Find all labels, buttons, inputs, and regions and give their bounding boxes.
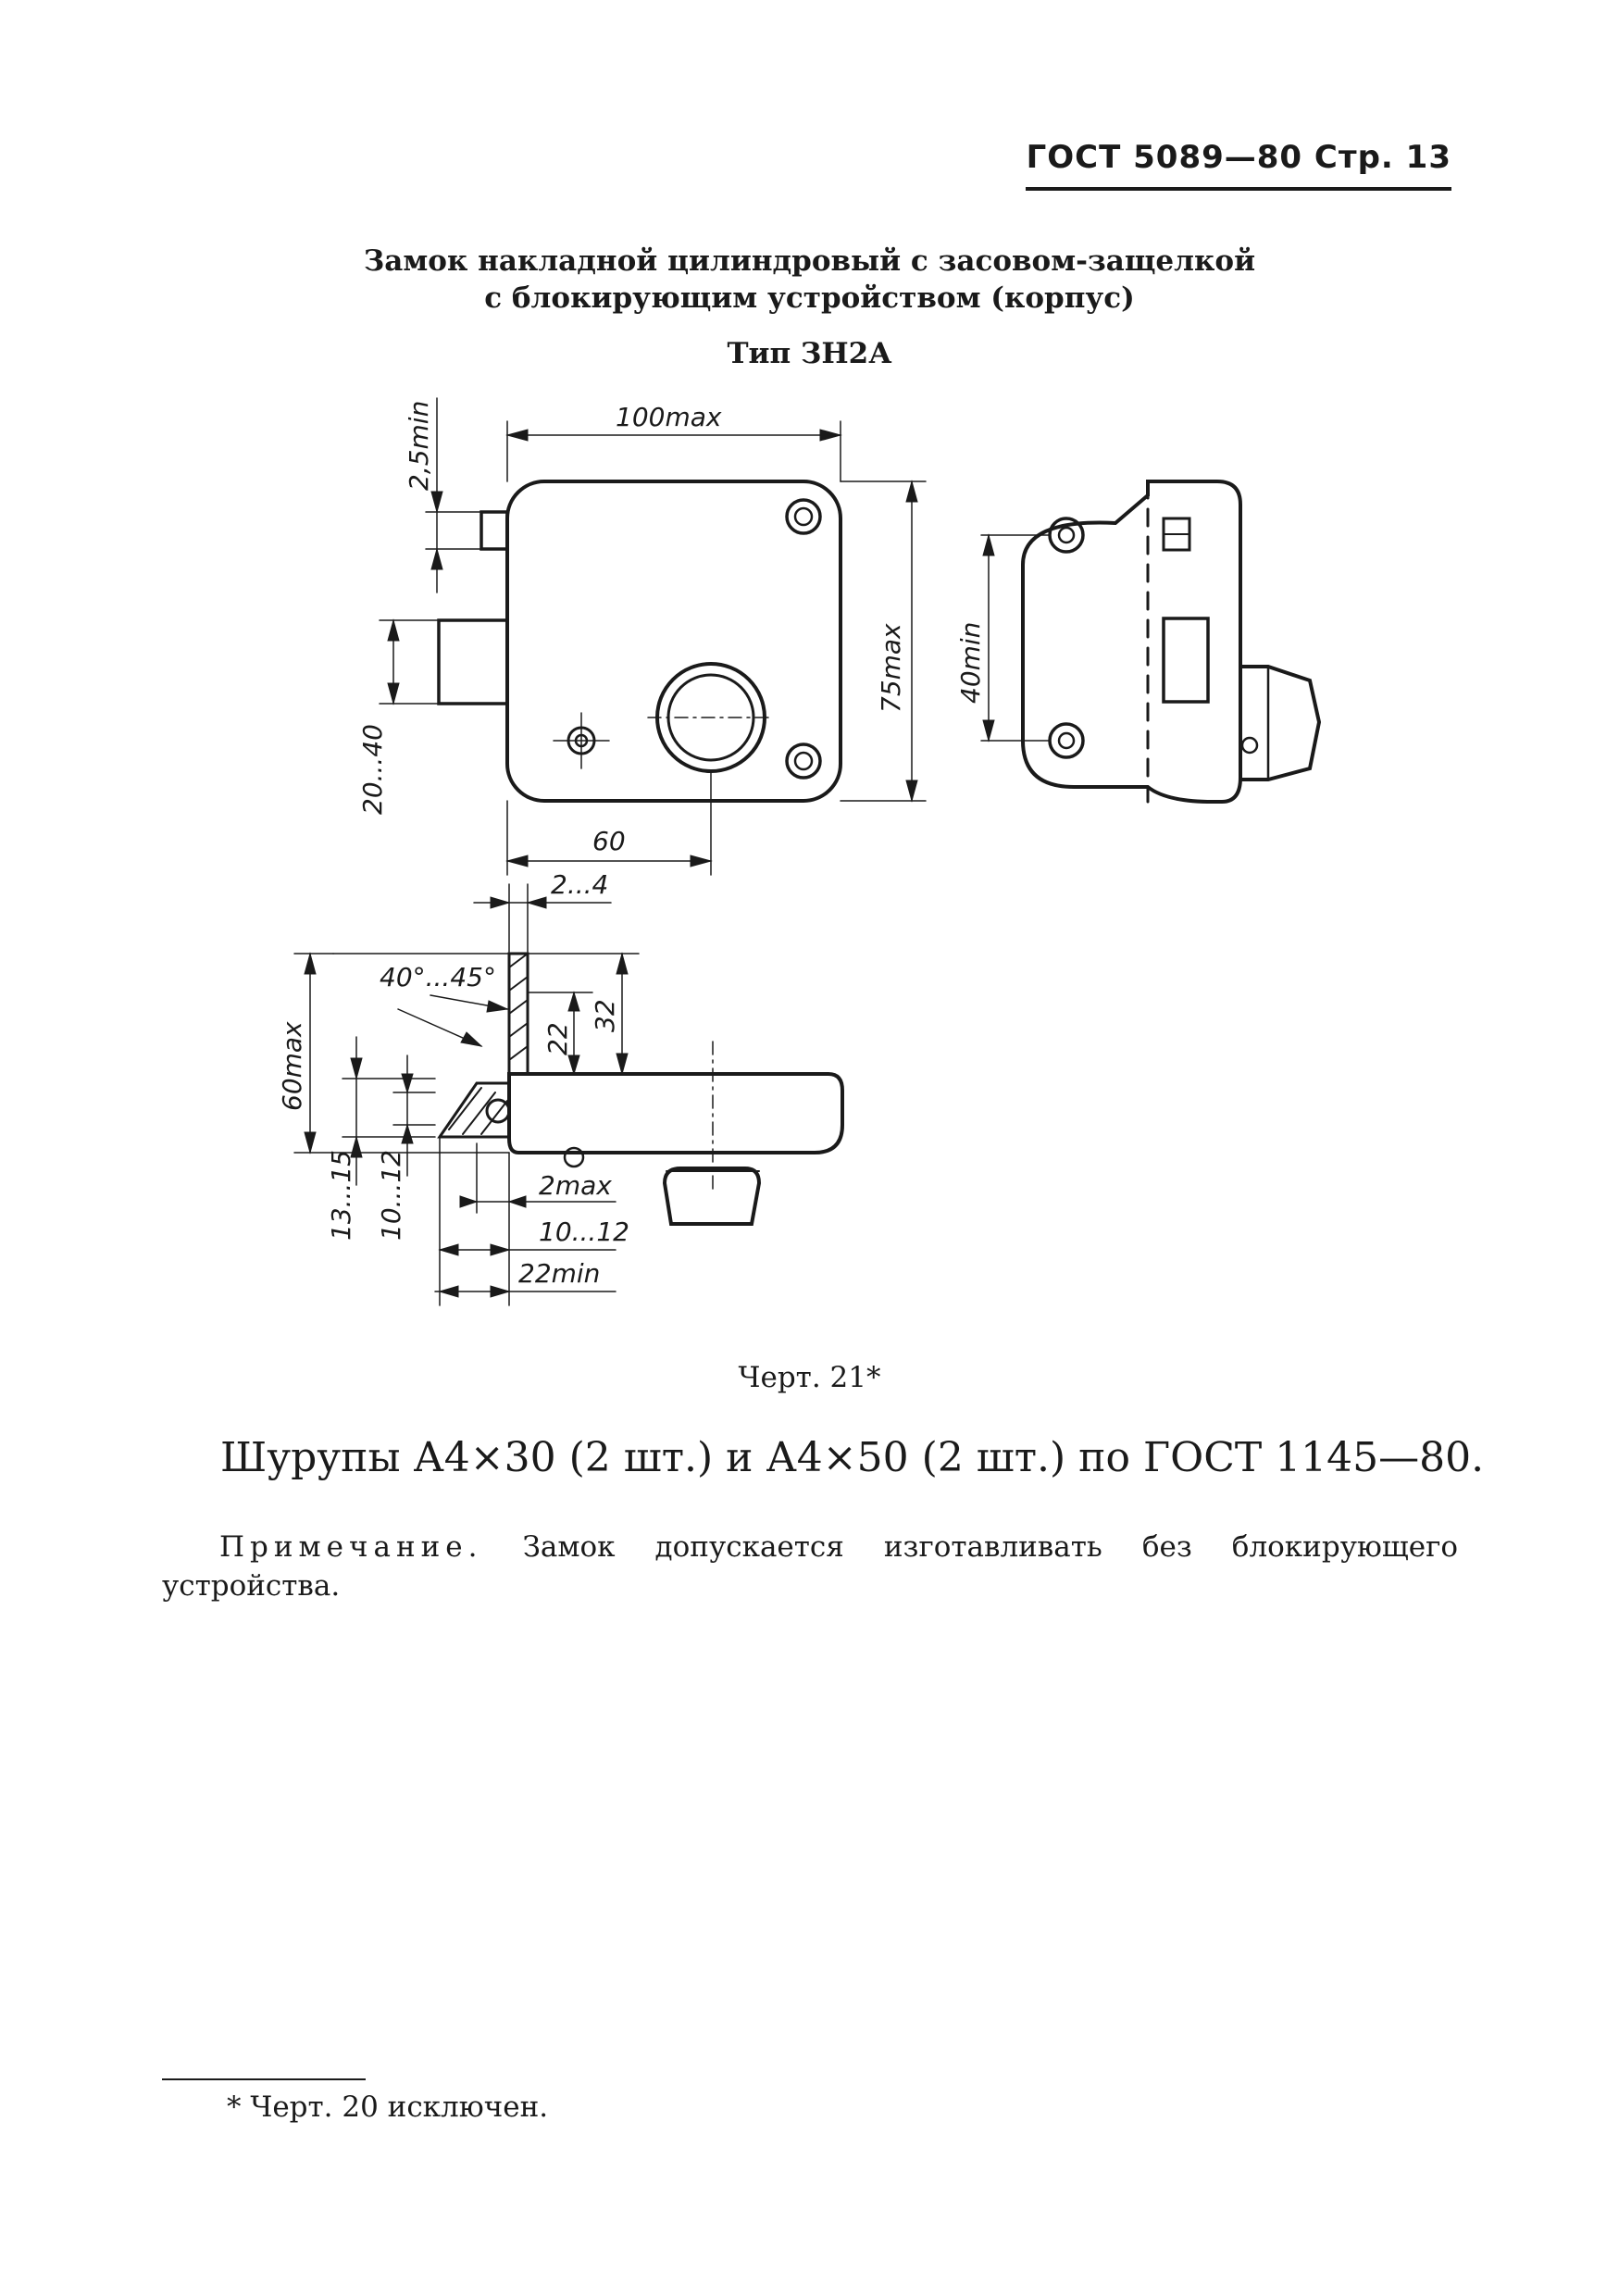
section-body bbox=[507, 1072, 844, 1154]
dim-20-40: 20...40 bbox=[357, 724, 388, 815]
dim-22min: 22min bbox=[518, 1258, 600, 1289]
screws-specification: Шурупы А4×30 (2 шт.) и А4×50 (2 шт.) по … bbox=[220, 1434, 1485, 1481]
dim-10-12-vertical: 10...12 bbox=[376, 1150, 406, 1241]
dim-2max: 2max bbox=[539, 1170, 612, 1201]
dim-75max: 75max bbox=[876, 623, 906, 713]
section-latch bbox=[437, 1081, 511, 1139]
side-view: 40min bbox=[955, 480, 1322, 804]
title-line-2: с блокирующим устройством (корпус) bbox=[484, 281, 1135, 315]
note-body: Замок допускается изготавливать без блок… bbox=[162, 1530, 1458, 1603]
dim-32: 32 bbox=[590, 999, 620, 1032]
dim-2-4: 2...4 bbox=[551, 869, 608, 900]
latch-small bbox=[479, 510, 509, 551]
side-cylinder-knob bbox=[1239, 665, 1322, 781]
screw-hole-2 bbox=[785, 742, 822, 780]
footnote-separator bbox=[162, 2078, 366, 2080]
lock-type: Тип ЗН2А bbox=[727, 337, 892, 370]
drawing-title: Замок накладной цилиндровый с засовом-за… bbox=[278, 243, 1341, 317]
dim-60: 60 bbox=[592, 826, 626, 856]
figure-caption: Черт. 21* bbox=[738, 1361, 881, 1394]
dim-40min: 40min bbox=[955, 622, 986, 704]
dim-22: 22 bbox=[542, 1022, 573, 1055]
footnote: * Черт. 20 исключен. bbox=[227, 2090, 549, 2124]
dim-60max: 60max bbox=[277, 1021, 307, 1111]
front-view: 100max 75max 2,5min 20...40 60 bbox=[357, 397, 927, 876]
side-screw-hole-2 bbox=[1048, 722, 1085, 759]
section-knob bbox=[662, 1167, 762, 1226]
title-line-1: Замок накладной цилиндровый с засовом-за… bbox=[363, 244, 1256, 278]
side-body bbox=[1021, 480, 1242, 804]
dim-2-5min: 2,5min bbox=[404, 401, 434, 491]
dim-13-15: 13...15 bbox=[326, 1150, 356, 1241]
side-bolt-window bbox=[1162, 617, 1210, 704]
section-view: 2...4 40°...45° 32 22 60max 13...15 bbox=[277, 869, 844, 1306]
note-heading: Примечание. bbox=[219, 1530, 483, 1564]
page-header: ГОСТ 5089—80 Стр. 13 bbox=[1026, 139, 1451, 191]
dim-angle: 40°...45° bbox=[380, 962, 496, 992]
bolt-large bbox=[437, 618, 509, 705]
dim-100max: 100max bbox=[616, 402, 722, 432]
door-plate bbox=[507, 952, 529, 1076]
dim-10-12-horizontal: 10...12 bbox=[539, 1217, 629, 1247]
screw-hole-1 bbox=[785, 498, 822, 535]
note-paragraph: Примечание. Замок допускается изготавлив… bbox=[162, 1528, 1458, 1605]
technical-drawing: 100max 75max 2,5min 20...40 60 bbox=[277, 397, 1322, 1306]
